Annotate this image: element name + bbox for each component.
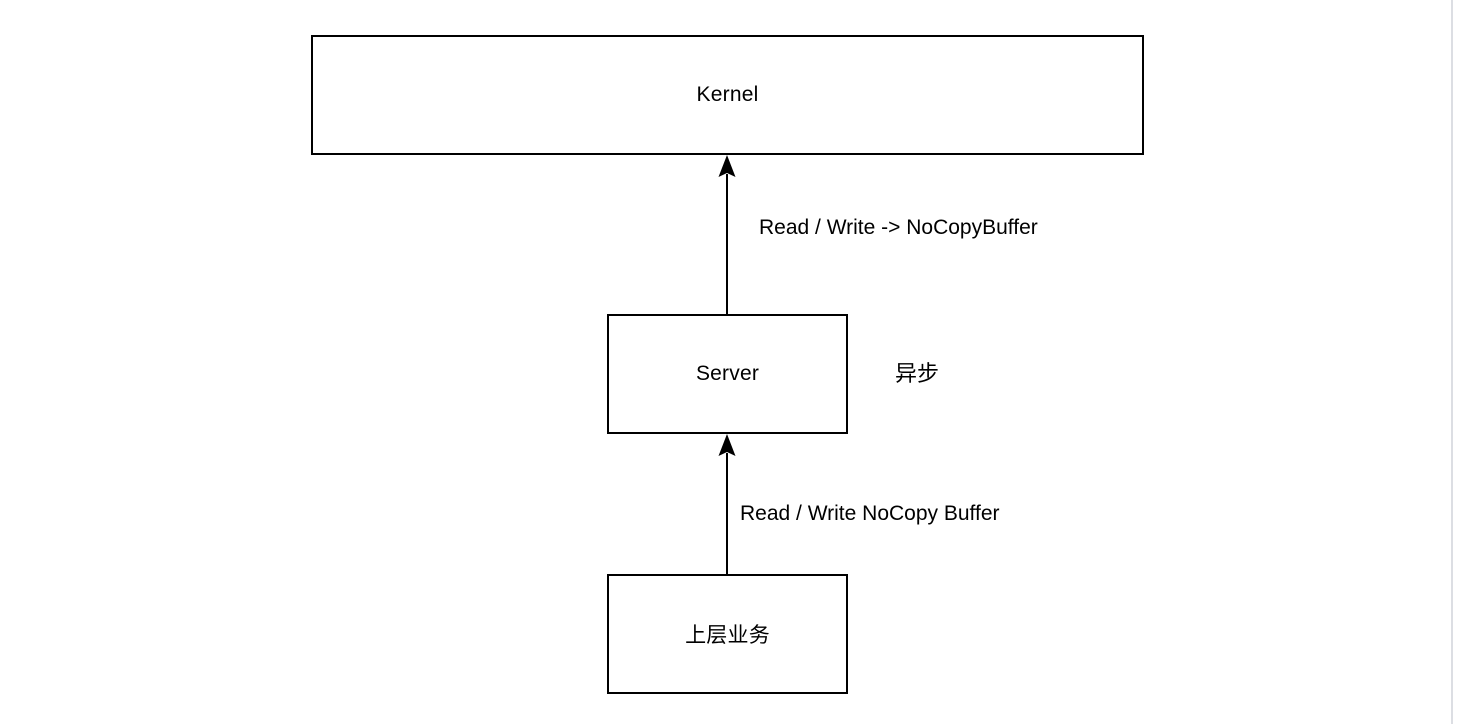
edge-label-server-to-kernel: Read / Write -> NoCopyBuffer xyxy=(759,216,1038,239)
node-business: 上层业务 xyxy=(607,574,848,694)
arrowhead-up-icon xyxy=(718,434,736,456)
arrow-business-to-server xyxy=(718,434,736,574)
window-right-edge xyxy=(1451,0,1453,724)
node-business-label: 上层业务 xyxy=(685,624,770,647)
arrowhead-up-icon xyxy=(718,155,736,177)
node-server-label: Server xyxy=(695,362,760,385)
async-note: 异步 xyxy=(895,361,940,386)
node-kernel-label: Kernel xyxy=(696,83,759,106)
arrow-server-to-kernel xyxy=(718,155,736,314)
node-kernel: Kernel xyxy=(311,35,1144,155)
node-server: Server xyxy=(607,314,848,434)
edge-label-business-to-server: Read / Write NoCopy Buffer xyxy=(740,502,1000,525)
